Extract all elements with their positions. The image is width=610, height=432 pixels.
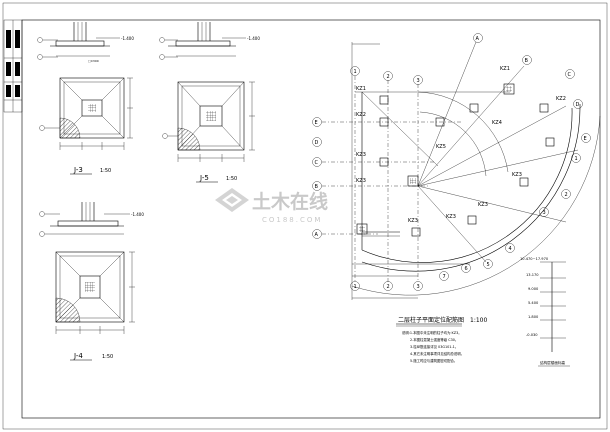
column-plan: KZ1 KZ2 KZ3 KZ4 KZ5 KZ1 KZ2 KZ3 KZ3 KZ3 … — [312, 33, 601, 300]
svg-text:□C300: □C300 — [88, 59, 99, 63]
svg-text:4: 4 — [509, 246, 512, 252]
j4-plan — [55, 251, 135, 334]
legend-level: 1.800 — [528, 315, 539, 319]
plan-note: 3.柱纵筋连接详见 03G101-1。 — [410, 344, 458, 349]
svg-text:2: 2 — [565, 192, 568, 198]
arc-axis-bubbles: A B C D E 1 2 3 4 5 6 7 — [439, 33, 591, 281]
plan-title-block: 二层柱子平面定位配筋图 1:100 说明:1.本图中未注明的柱子均为 KZ3。 … — [396, 316, 487, 363]
inner-border — [21, 19, 601, 419]
j4-elevation: -1.400 — [131, 212, 144, 217]
column-label: KZ3 — [446, 214, 456, 220]
svg-text:1: 1 — [354, 284, 357, 290]
svg-text:6: 6 — [465, 266, 468, 272]
svg-text:2: 2 — [387, 284, 390, 290]
column-label: KZ1 — [356, 86, 366, 92]
j4-label: J-4 — [73, 352, 83, 360]
left-axis-bubbles: A B C D E — [312, 117, 322, 239]
plan-note: 5.施工时应与建筑图密切配合。 — [410, 358, 457, 363]
svg-text:D: D — [315, 140, 319, 146]
detail-j5: -1.400 J-5 1:50 — [159, 22, 260, 183]
j3-label: J-3 — [73, 166, 83, 174]
column-label: KZ3 — [356, 178, 366, 184]
level-legend: 10.470~17.970 13.170 9.000 5.400 1.800 -… — [520, 257, 570, 367]
watermark-sub: CO188.COM — [262, 216, 322, 224]
svg-text:D: D — [576, 102, 580, 108]
legend-level: 10.470~17.970 — [520, 257, 549, 261]
watermark-main: 土木在线 — [252, 190, 328, 213]
detail-j4: -1.400 J-4 1:50 — [39, 202, 144, 361]
plan-note: 说明:1.本图中未注明的柱子均为 KZ3。 — [402, 330, 462, 335]
svg-text:7: 7 — [443, 274, 446, 280]
j5-label: J-5 — [199, 174, 209, 182]
j3-elevation: -1.400 — [121, 36, 134, 41]
legend-level: 9.000 — [528, 287, 539, 291]
legend-level: 5.400 — [528, 301, 539, 305]
svg-text:3: 3 — [417, 78, 420, 84]
plan-title: 二层柱子平面定位配筋图 — [398, 316, 464, 324]
top-axis-bubbles: 1 2 3 1 2 3 — [350, 66, 423, 291]
legend-level: -0.030 — [526, 333, 538, 337]
column-label: KZ2 — [556, 96, 566, 102]
j3-plan — [39, 77, 133, 150]
plan-note: 4.其它未注明事项详见结构总说明。 — [410, 351, 464, 356]
svg-text:2: 2 — [387, 74, 390, 80]
j5-scale: 1:50 — [226, 176, 237, 182]
svg-text:B: B — [315, 184, 319, 190]
svg-text:1: 1 — [354, 69, 357, 75]
svg-text:3: 3 — [417, 284, 420, 290]
j4-scale: 1:50 — [102, 354, 113, 360]
column-label: KZ2 — [356, 112, 366, 118]
legend-level: 13.170 — [526, 273, 539, 277]
detail-j3: -1.400 □C300 J-3 — [37, 22, 134, 175]
svg-text:E: E — [584, 136, 587, 142]
j5-elevation: -1.400 — [247, 36, 260, 41]
svg-text:3: 3 — [543, 210, 546, 216]
j5-section: -1.400 — [159, 22, 260, 60]
watermark: 土木在线 CO188.COM — [215, 188, 328, 224]
column-label: KZ1 — [500, 66, 510, 72]
svg-text:C: C — [568, 72, 572, 78]
column-label: KZ3 — [512, 172, 522, 178]
column-label: KZ4 — [492, 120, 502, 126]
plan-scale: 1:100 — [470, 317, 487, 324]
svg-text:1: 1 — [575, 156, 578, 162]
legend-caption: 结构层楼面标高 — [540, 360, 566, 365]
svg-text:E: E — [315, 120, 318, 126]
j3-section: -1.400 □C300 — [37, 22, 134, 63]
svg-text:C: C — [315, 160, 319, 166]
column-label: KZ3 — [356, 152, 366, 158]
column-label: KZ3 — [408, 218, 418, 224]
svg-text:A: A — [315, 232, 319, 238]
j3-scale: 1:50 — [100, 168, 111, 174]
title-strip — [3, 19, 23, 113]
column-label: KZ3 — [478, 202, 488, 208]
plan-note: 2.本图柱混凝土强度等级 C30。 — [410, 337, 458, 342]
svg-text:B: B — [525, 58, 529, 64]
column-label: KZ5 — [436, 144, 446, 150]
svg-text:5: 5 — [487, 262, 490, 268]
j4-section: -1.400 — [39, 202, 144, 237]
svg-text:A: A — [476, 36, 480, 42]
j5-plan — [162, 81, 255, 162]
